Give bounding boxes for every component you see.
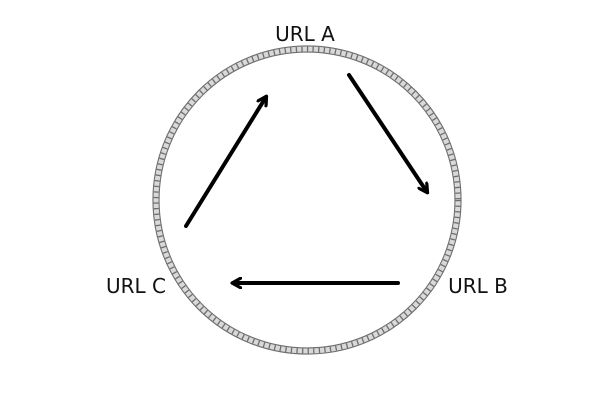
node-label-url-b: URL B bbox=[448, 274, 508, 298]
rope-ring-icon bbox=[152, 45, 462, 355]
node-label-url-a: URL A bbox=[275, 22, 335, 46]
arrow-url-a-to-url-b bbox=[347, 73, 427, 192]
node-label-url-c: URL C bbox=[106, 274, 166, 298]
arrow-url-c-to-url-a bbox=[184, 97, 266, 228]
